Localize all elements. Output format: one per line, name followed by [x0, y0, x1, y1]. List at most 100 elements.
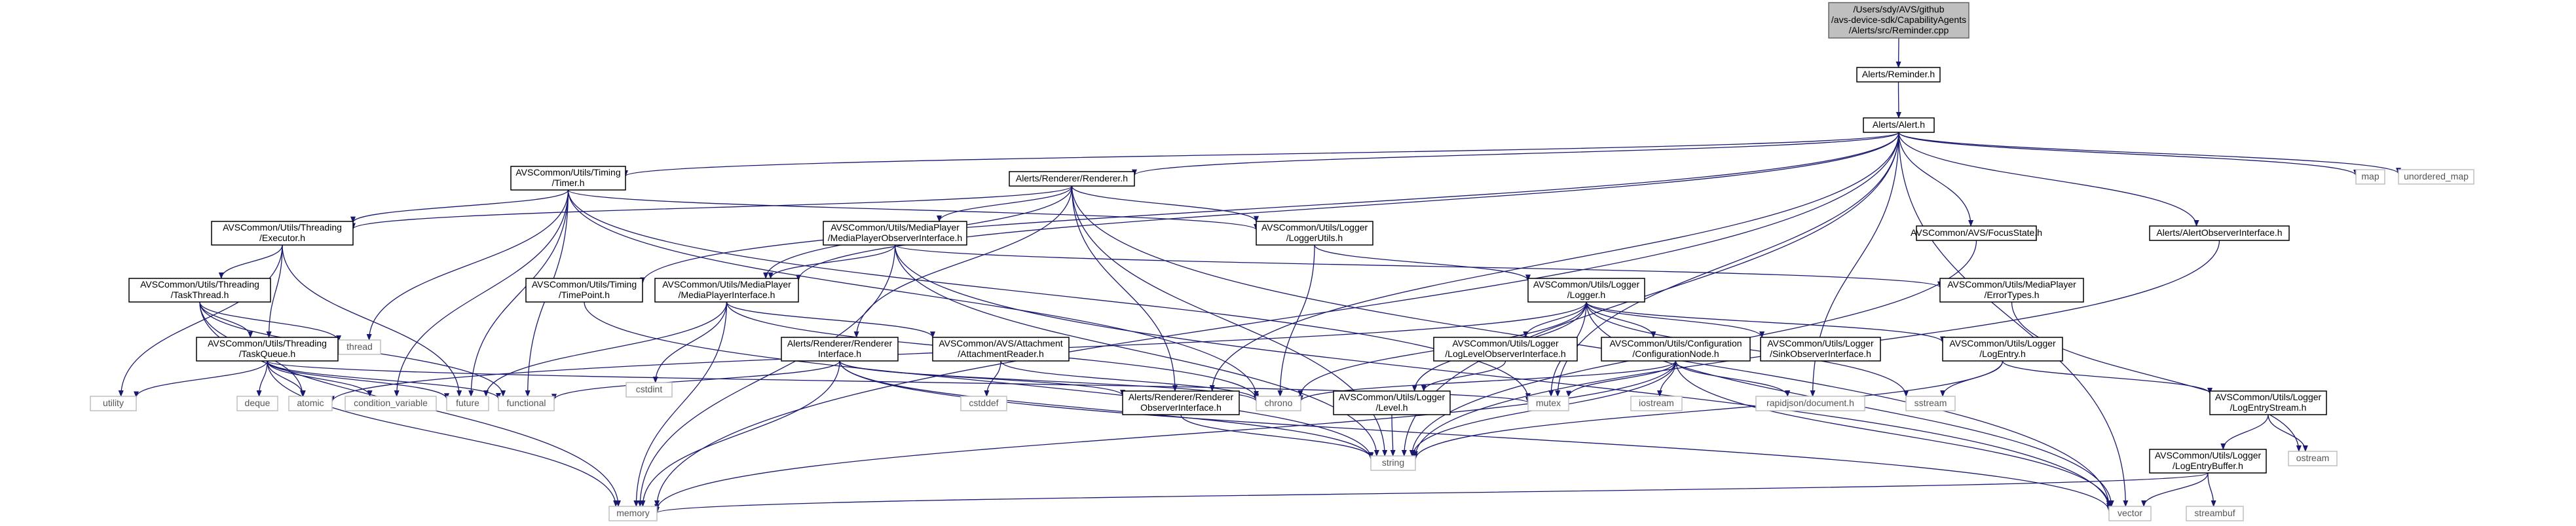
- node-ostream: ostream: [2288, 451, 2338, 466]
- node-thread: thread: [338, 339, 381, 355]
- node-reminder-cpp[interactable]: /Users/sdy/AVS/github/avs-device-sdk/Cap…: [1828, 2, 1969, 39]
- node-mpobserver-h[interactable]: AVSCommon/Utils/MediaPlayer/MediaPlayerO…: [823, 221, 967, 246]
- node-box: [1433, 337, 1578, 362]
- edge-executor-h-to-taskqueue-h: [266, 244, 283, 338]
- node-box: [608, 506, 658, 521]
- node-label: AVSCommon/Utils/Logger: [1767, 338, 1874, 348]
- edge-alert-h-to-timepoint-h: [640, 132, 1899, 284]
- node-logentrybuffer-h[interactable]: AVSCommon/Utils/Logger/LogEntryBuffer.h: [2149, 449, 2267, 474]
- edge-loggerutils-h-to-chrono: [1277, 244, 1315, 397]
- node-box: [236, 396, 278, 411]
- edge-renderer-h-to-loggerutils-h: [1071, 185, 1259, 223]
- node-taskqueue-h[interactable]: AVSCommon/Utils/Threading/TaskQueue.h: [196, 337, 339, 362]
- edge-errortypes-h-to-ostream: [2011, 301, 2302, 452]
- node-mpinterface-h[interactable]: AVSCommon/Utils/MediaPlayer/MediaPlayerI…: [654, 278, 799, 303]
- node-logentry-h[interactable]: AVSCommon/Utils/Logger/LogEntry.h: [1942, 337, 2063, 362]
- edge-taskqueue-h-to-atomic: [267, 360, 306, 397]
- edge-logentrybuffer-h-to-vector: [2141, 472, 2209, 507]
- node-renderer-h[interactable]: Alerts/Renderer/Renderer.h: [1009, 171, 1135, 187]
- node-label: Alerts/Renderer/Renderer.h: [1016, 173, 1128, 183]
- edge-taskqueue-h-to-memory: [267, 360, 619, 507]
- edge-mpobserver-h-to-string: [894, 244, 1379, 457]
- node-timer-h[interactable]: AVSCommon/Utils/Timing/Timer.h: [510, 166, 626, 191]
- node-executor-h[interactable]: AVSCommon/Utils/Threading/Executor.h: [211, 221, 354, 246]
- edge-alert-h-to-vector: [1898, 132, 2129, 507]
- node-levelobserver-h[interactable]: AVSCommon/Utils/Logger/LogLevelObserverI…: [1433, 337, 1578, 362]
- node-label: /ConfigurationNode.h: [1632, 348, 1719, 359]
- node-cstddef: cstddef: [960, 396, 1007, 411]
- edge-confignode-h-to-chrono: [1298, 360, 1677, 402]
- node-label: AVSCommon/Utils/Timing: [515, 167, 620, 178]
- node-logentrystream-h[interactable]: AVSCommon/Utils/Logger/LogEntryStream.h: [2209, 390, 2327, 415]
- node-sinkobserver-h[interactable]: AVSCommon/Utils/Logger/SinkObserverInter…: [1760, 337, 1881, 362]
- node-label: ObserverInterface.h: [1140, 402, 1222, 413]
- node-box: [196, 337, 339, 362]
- edge-renderer-h-to-mpobserver-h: [937, 185, 1073, 222]
- node-unordered-map: unordered_map: [2398, 169, 2474, 185]
- node-label: Alerts/Renderer/Renderer: [1129, 392, 1234, 402]
- node-label: mutex: [1536, 398, 1561, 408]
- edge-logger-h-to-levelobserver-h: [1523, 301, 1587, 338]
- node-box: [1856, 67, 1941, 83]
- node-label: AVSCommon/Utils/Threading: [140, 279, 259, 290]
- node-label: AVSCommon/Utils/Logger: [2215, 392, 2322, 402]
- node-box: [781, 337, 899, 362]
- node-label: AVSCommon/Utils/Threading: [223, 222, 342, 233]
- edge-confignode-h-to-mutex: [1566, 360, 1677, 398]
- node-label: /TimePoint.h: [559, 290, 610, 300]
- node-alert-h[interactable]: Alerts/Alert.h: [1863, 117, 1935, 133]
- node-loggerutils-h[interactable]: AVSCommon/Utils/Logger/LoggerUtils.h: [1256, 221, 1373, 246]
- node-label: /LogEntryBuffer.h: [2173, 460, 2243, 471]
- node-label: memory: [616, 508, 650, 518]
- node-label: /Users/sdy/AVS/github: [1853, 4, 1944, 14]
- node-timepoint-h[interactable]: AVSCommon/Utils/Timing/TimePoint.h: [525, 278, 643, 303]
- edge-confignode-h-to-memory: [654, 360, 1677, 511]
- node-label: /Executor.h: [259, 233, 305, 243]
- node-label: /AttachmentReader.h: [958, 348, 1044, 359]
- node-focusstate-h[interactable]: AVSCommon/AVS/FocusState.h: [1911, 225, 2042, 241]
- edge-alert-h-to-renderer-h: [1132, 132, 1899, 176]
- node-taskthread-h[interactable]: AVSCommon/Utils/Threading/TaskThread.h: [128, 278, 271, 303]
- node-label: /SinkObserverInterface.h: [1770, 348, 1871, 359]
- edge-confignode-h-to-rapidjson: [1675, 360, 1791, 397]
- edge-confignode-h-to-iostream: [1656, 360, 1677, 397]
- edge-mpobserver-h-to-errortypes-h: [894, 244, 1943, 288]
- node-reminder-h[interactable]: Alerts/Reminder.h: [1856, 67, 1941, 83]
- edge-timer-h-to-future: [468, 189, 569, 397]
- edge-taskqueue-h-to-condition-variable: [267, 360, 373, 397]
- node-level-h[interactable]: AVSCommon/Utils/Logger/Level.h: [1333, 390, 1451, 415]
- node-future: future: [446, 396, 489, 411]
- node-attachmentreader-h[interactable]: AVSCommon/AVS/Attachment/AttachmentReade…: [932, 337, 1070, 362]
- node-box: [1828, 2, 1969, 39]
- edge-loggerutils-h-to-logger-h: [1314, 244, 1531, 282]
- node-errortypes-h[interactable]: AVSCommon/Utils/MediaPlayer/ErrorTypes.h: [1939, 278, 2084, 303]
- edge-mpobserver-h-to-vector: [894, 244, 2112, 510]
- edges-layer: [118, 37, 2401, 514]
- edge-timer-h-to-condition-variable: [394, 189, 569, 397]
- node-confignode-h[interactable]: AVSCommon/Utils/Configuration/Configurat…: [1601, 337, 1751, 362]
- edge-timer-h-to-loggerutils-h: [567, 189, 1259, 231]
- edge-taskqueue-h-to-deque: [256, 360, 268, 397]
- node-box: [960, 396, 1007, 411]
- node-box: [654, 278, 799, 303]
- node-box: [1916, 225, 2037, 241]
- edge-levelobserver-h-to-level-h: [1421, 360, 1506, 392]
- node-rendererobserver-h[interactable]: Alerts/Renderer/RendererObserverInterfac…: [1122, 390, 1240, 415]
- node-label: AVSCommon/AVS/FocusState.h: [1911, 227, 2042, 238]
- edge-alert-h-to-mpinterface-h: [796, 132, 1899, 282]
- edge-taskqueue-h-to-future: [267, 360, 449, 400]
- node-logger-h[interactable]: AVSCommon/Utils/Logger/Logger.h: [1527, 278, 1645, 303]
- node-streambuf: streambuf: [2186, 506, 2244, 521]
- node-box: [2108, 506, 2152, 521]
- edge-renderer-h-to-executor-h: [350, 185, 1073, 230]
- node-label: chrono: [1265, 398, 1293, 408]
- node-box: [446, 396, 489, 411]
- node-alertobserver-h[interactable]: Alerts/AlertObserverInterface.h: [2149, 225, 2290, 241]
- edge-logentry-h-to-string: [1413, 360, 2004, 460]
- node-label: functional: [507, 398, 546, 408]
- node-label: AVSCommon/Utils/Threading: [208, 338, 327, 348]
- node-label: Alerts/AlertObserverInterface.h: [2156, 227, 2282, 238]
- edge-alert-h-to-timer-h: [623, 132, 1899, 177]
